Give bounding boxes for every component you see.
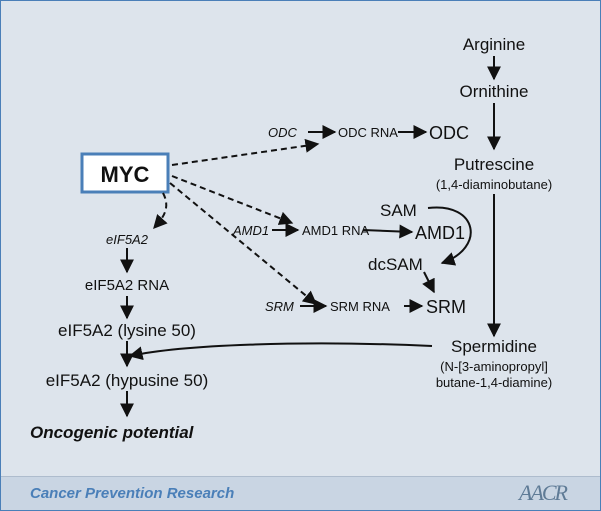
sam-label: SAM [380, 201, 417, 220]
putrescine-chemical-name: (1,4-diaminobutane) [436, 177, 552, 192]
myc-to-odc-arrow [171, 138, 320, 166]
myc-label: MYC [101, 162, 150, 187]
odc-gene-label: ODC [268, 125, 298, 140]
dcsam-label: dcSAM [368, 255, 423, 274]
arginine-label: Arginine [463, 35, 525, 54]
amd1-protein-label: AMD1 [415, 223, 465, 243]
odc-rna-label: ODC RNA [338, 125, 398, 140]
eif5a2-hypusine-label: eIF5A2 (hypusine 50) [46, 371, 209, 390]
eif5a2-lysine-label: eIF5A2 (lysine 50) [58, 321, 196, 340]
srm-protein-label: SRM [426, 297, 466, 317]
journal-name: Cancer Prevention Research [30, 485, 235, 502]
srm-rna-label: SRM RNA [330, 299, 390, 314]
putrescine-label: Putrescine [454, 155, 534, 174]
spermidine-to-hypusine-arrow [128, 342, 433, 361]
eif5a2-gene-label: eIF5A2 [106, 232, 149, 247]
myc-to-eif5a2-arrow [153, 192, 168, 230]
aacr-logo: AACR [519, 480, 568, 505]
eif5a2-rna-label: eIF5A2 RNA [85, 277, 169, 294]
oncogenic-potential-label: Oncogenic potential [30, 423, 195, 442]
srm-gene-label: SRM [265, 299, 294, 314]
ornithine-label: Ornithine [460, 82, 529, 101]
amd1-rna-label: AMD1 RNA [302, 223, 370, 238]
footer-divider [1, 476, 600, 477]
myc-to-amd1-arrow [171, 175, 294, 225]
sam-to-dcsam-arrow [427, 206, 472, 266]
spermidine-label: Spermidine [451, 337, 537, 356]
amd1-gene-label: AMD1 [232, 223, 269, 238]
spermidine-chemical-name-line2: butane-1,4-diamine) [436, 375, 552, 390]
dcsam-to-srm-arrow [422, 271, 435, 294]
spermidine-chemical-name-line1: (N-[3-aminopropyl] [440, 359, 548, 374]
odc-protein-label: ODC [429, 123, 469, 143]
amd1-rna-to-protein-arrow [362, 224, 414, 239]
myc-box [80, 152, 170, 194]
myc-to-srm-arrow [169, 182, 318, 305]
